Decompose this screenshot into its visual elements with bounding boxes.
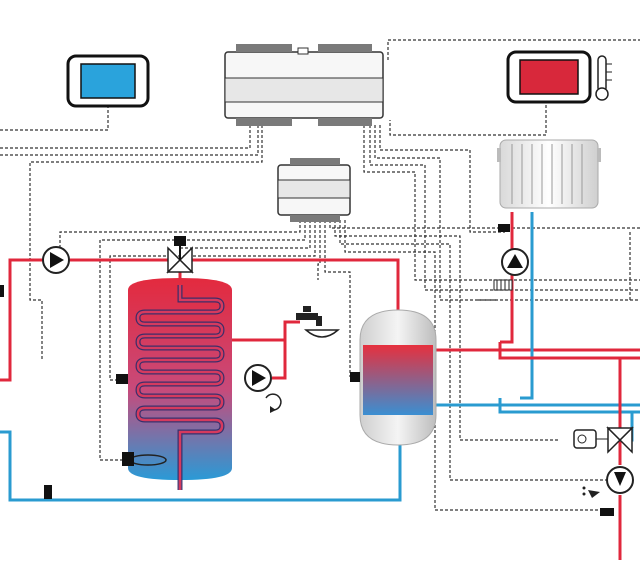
room-panel-blue-icon <box>80 63 136 99</box>
circulation-pump-icon[interactable] <box>42 246 70 274</box>
floor-heating-icon <box>493 279 513 291</box>
sprayer-icon <box>582 486 600 498</box>
piping <box>0 212 640 560</box>
room-panel-left[interactable] <box>66 54 150 108</box>
buffer-tank-icon <box>359 309 437 446</box>
recirculation-icon <box>265 393 282 413</box>
control-wiring <box>0 39 640 511</box>
room-panel-red-icon <box>519 59 579 95</box>
expansion-module-icon[interactable] <box>277 158 351 222</box>
radiator-icon[interactable] <box>497 139 601 209</box>
dhw-circulation-pump-icon[interactable] <box>244 364 272 392</box>
thermometer-icon <box>595 55 612 101</box>
three-way-valve-icon[interactable] <box>166 236 194 274</box>
actuator-icon <box>174 236 186 246</box>
hot-water-tap-icon <box>296 306 340 338</box>
mixer-pump-icon[interactable] <box>606 466 634 494</box>
main-controller-icon[interactable] <box>224 44 384 126</box>
room-panel-right[interactable] <box>506 50 592 104</box>
radiator-pump-icon[interactable] <box>501 248 529 276</box>
actuator-icon <box>573 429 597 449</box>
mixing-valve-icon[interactable] <box>573 426 634 454</box>
temperature-sensor-icon <box>0 224 614 516</box>
dhw-tank-coil-icon <box>128 278 232 490</box>
